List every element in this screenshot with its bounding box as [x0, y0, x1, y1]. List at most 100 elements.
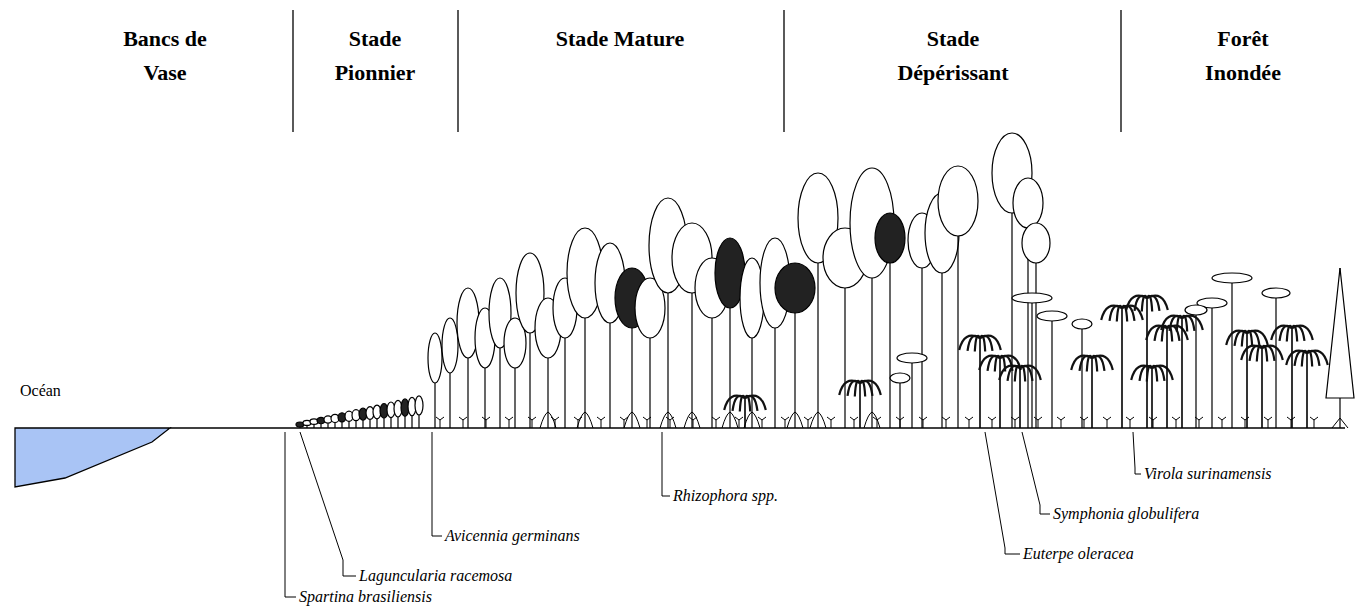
palm-stem: [1019, 368, 1021, 428]
tree-trunk: [418, 415, 419, 428]
conifer-crown: [1326, 268, 1354, 398]
seedling: [1034, 417, 1042, 428]
seedling: [666, 417, 674, 428]
palm-frond: [1147, 296, 1168, 310]
palm-frond: [733, 396, 745, 411]
tree-trunk: [911, 358, 912, 428]
tree-trunk: [369, 419, 370, 428]
separator-line: [292, 10, 293, 132]
tree-trunk: [631, 328, 632, 428]
tree-trunk: [957, 236, 958, 428]
seedling: [689, 417, 697, 428]
tree-crown: [875, 213, 905, 263]
tree-crown: [428, 333, 442, 383]
palm-frond: [995, 356, 1000, 372]
tree-trunk: [609, 323, 610, 428]
palm-frond: [988, 356, 1000, 371]
tree-trunk: [691, 293, 692, 428]
seedling: [643, 417, 651, 428]
seedling: [505, 417, 513, 428]
flat-crown: [1185, 305, 1207, 315]
seedling: [873, 417, 881, 428]
tree-trunk: [564, 338, 565, 428]
palm-frond: [1247, 331, 1268, 345]
tree-trunk: [499, 348, 500, 428]
seedling: [965, 417, 973, 428]
species-label: Euterpe oleracea: [1023, 545, 1134, 563]
buttress-roots: [1332, 418, 1348, 428]
palm-stem: [1306, 353, 1308, 428]
palm-frond: [1287, 326, 1292, 342]
palm-frond: [1170, 316, 1182, 331]
seedling: [1149, 417, 1157, 428]
palm-frond: [1152, 366, 1173, 380]
flat-crown: [890, 373, 910, 383]
tree-crown: [938, 166, 978, 236]
palm-stem: [859, 383, 861, 428]
leader-line: [300, 432, 356, 576]
stage-heading: Stade Pionnier: [325, 22, 425, 90]
tree-trunk: [514, 368, 515, 428]
palm-frond: [1182, 316, 1203, 330]
flat-crown: [1012, 293, 1052, 303]
species-label: Laguncularia racemosa: [359, 567, 512, 585]
tree-trunk: [1081, 324, 1082, 428]
palm-frond: [1080, 356, 1092, 371]
tree-trunk: [711, 318, 712, 428]
palm-frond: [1235, 331, 1247, 346]
palm-frond: [975, 336, 980, 352]
leader-line: [285, 432, 296, 597]
palm-stem: [1091, 358, 1093, 428]
ground-line: [170, 427, 1345, 428]
seedling: [919, 417, 927, 428]
seedling: [1103, 417, 1111, 428]
tree-trunk: [1011, 213, 1012, 428]
palm-frond: [1242, 331, 1247, 347]
seedling: [1080, 417, 1088, 428]
palm-frond: [1307, 351, 1328, 365]
palm-frond: [1117, 306, 1122, 322]
palm-frond: [745, 396, 766, 410]
species-label: Virola surinamensis: [1144, 465, 1272, 483]
species-label: Spartina brasiliensis: [299, 588, 432, 606]
seedling: [1218, 417, 1226, 428]
prop-roots: [577, 412, 593, 428]
tree-crown: [442, 318, 458, 373]
seedling: [1241, 417, 1249, 428]
seedling: [712, 417, 720, 428]
tree-trunk: [404, 416, 405, 428]
palm-frond: [1087, 356, 1092, 372]
ocean-label: Océan: [20, 382, 61, 400]
palm-frond: [740, 396, 745, 412]
stage-heading: Stade Mature: [510, 22, 730, 56]
stage-separators: [293, 10, 1121, 132]
prop-roots: [722, 412, 738, 428]
tree-crown: [1013, 178, 1043, 228]
seedling: [482, 417, 490, 428]
palm-frond: [968, 336, 980, 351]
palm-frond: [1250, 346, 1262, 361]
prop-roots: [810, 412, 826, 428]
palm-stem: [1181, 318, 1183, 428]
palm-stem: [744, 398, 746, 428]
tree-trunk: [1051, 316, 1052, 428]
leader-lines: [285, 432, 1141, 597]
palm-frond: [1262, 346, 1283, 360]
flat-crown: [1262, 288, 1290, 298]
seedling: [804, 417, 812, 428]
palm-frond: [860, 381, 881, 395]
palm-frond: [1257, 346, 1262, 362]
tree-trunk: [794, 313, 795, 428]
tree-trunk: [667, 293, 668, 428]
palm-stem: [1146, 298, 1148, 428]
tree-trunk: [434, 383, 435, 428]
tree-trunk: [751, 338, 752, 428]
tree-trunk: [341, 422, 342, 428]
seedling: [1057, 417, 1065, 428]
seedling: [1126, 417, 1134, 428]
palm-frond: [1292, 326, 1313, 340]
tree-trunk: [362, 420, 363, 428]
palm-frond: [1142, 296, 1147, 312]
tree-trunk: [449, 373, 450, 428]
